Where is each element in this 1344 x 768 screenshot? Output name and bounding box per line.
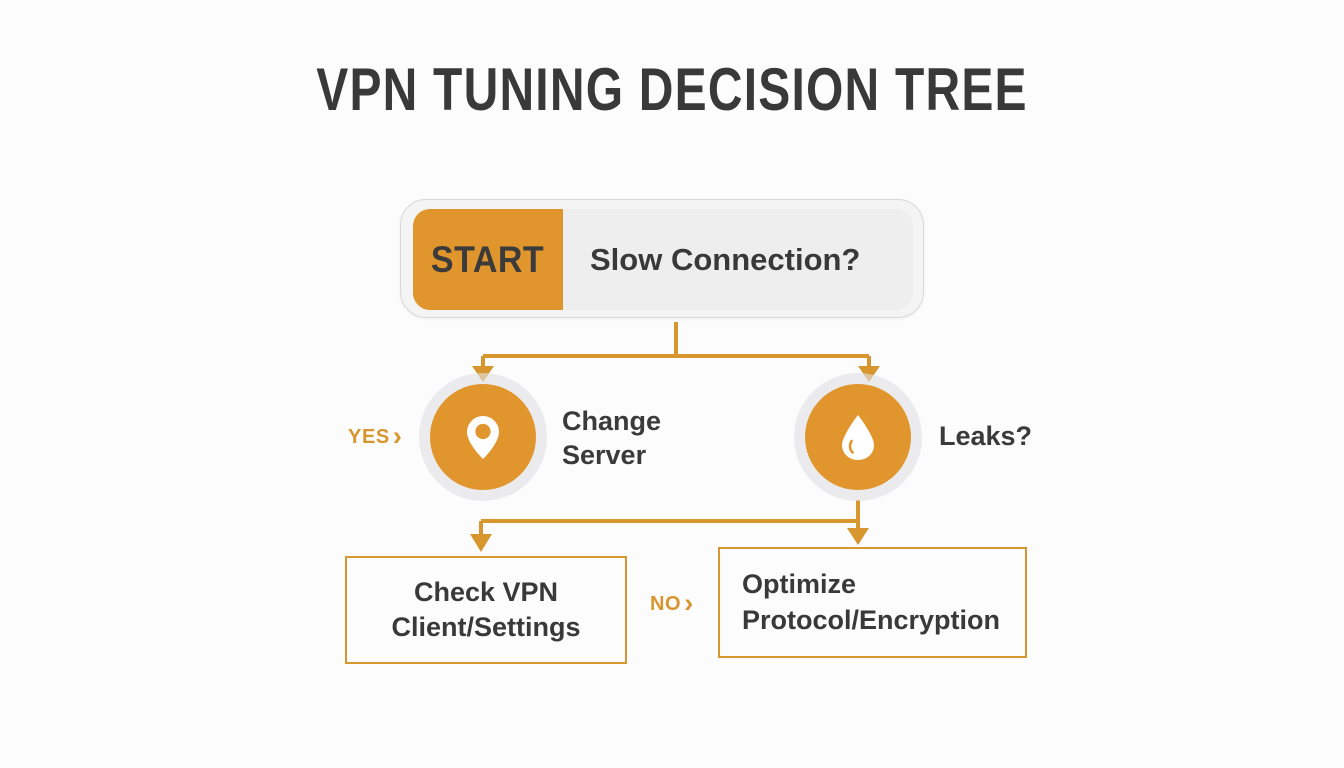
start-badge: START xyxy=(413,209,563,310)
map-pin-icon xyxy=(467,416,499,459)
outcome-box-check-vpn[interactable]: Check VPN Client/Settings xyxy=(345,556,627,664)
decision-node-change-server[interactable] xyxy=(430,384,536,490)
chevron-right-icon: › xyxy=(684,588,694,618)
chevron-right-icon: › xyxy=(392,421,403,451)
start-badge-label: START xyxy=(431,238,545,280)
arrowhead-check-vpn xyxy=(470,534,492,552)
page-title: VPN TUNING DECISION TREE xyxy=(316,56,1028,123)
start-node-inner: START Slow Connection? xyxy=(413,209,913,310)
branch-tag-no: NO › xyxy=(650,588,694,618)
branch-tag-yes-label: YES xyxy=(348,426,390,448)
branch-tag-yes: YES › xyxy=(348,421,403,451)
decision-node-change-server-label: Change Server xyxy=(562,406,662,471)
start-node[interactable]: START Slow Connection? xyxy=(400,199,924,318)
branch-tag-no-label: NO xyxy=(650,593,682,615)
water-drop-icon xyxy=(842,415,874,460)
arrowhead-leaks xyxy=(858,366,880,382)
decision-node-leaks-label: Leaks? xyxy=(939,421,1033,451)
start-question-label: Slow Connection? xyxy=(563,209,913,310)
decision-node-leaks[interactable] xyxy=(805,384,911,490)
arrowhead-change-server xyxy=(472,366,494,382)
outcome-box-optimize[interactable]: Optimize Protocol/Encryption xyxy=(718,547,1027,658)
arrowhead-optimize xyxy=(847,528,869,545)
